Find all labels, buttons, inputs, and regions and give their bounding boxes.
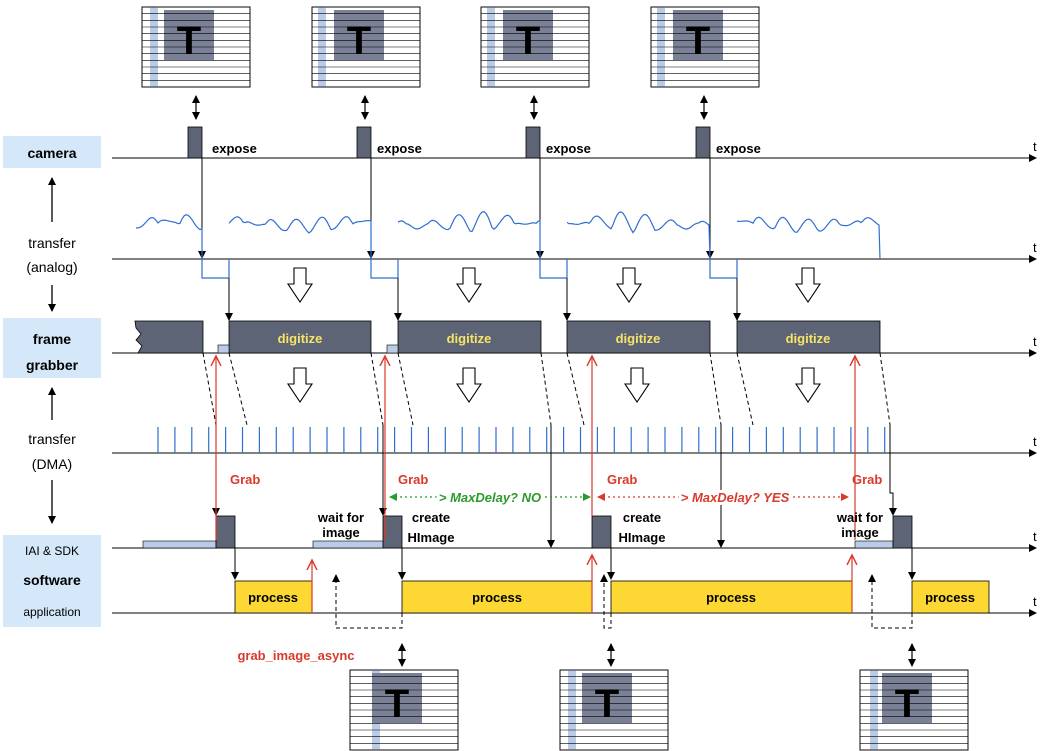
axis-t-camera: t xyxy=(1033,139,1037,154)
axis-t-dma: t xyxy=(1033,434,1037,449)
frame-image-icon-bottom-1-letter: T xyxy=(385,682,409,726)
create-label-1a: create xyxy=(412,510,450,525)
axis-t-analog: t xyxy=(1033,240,1037,255)
hollow-down-arrows xyxy=(286,267,822,403)
maxdelay-yes-label: > MaxDelay? YES xyxy=(681,490,790,505)
digitize-label-2: digitize xyxy=(447,331,492,346)
dma-transfer-ticks xyxy=(157,427,886,453)
grab-label-2: Grab xyxy=(398,472,428,487)
axis-t-grabber: t xyxy=(1033,334,1037,349)
expose-label-3: expose xyxy=(546,141,591,156)
create-label-1b: HImage xyxy=(408,530,455,545)
grab-label-3: Grab xyxy=(607,472,637,487)
grab-label-4: Grab xyxy=(852,472,882,487)
digitize-boxes xyxy=(217,320,881,354)
expose-pulses xyxy=(187,126,711,159)
sdk-wait-bars xyxy=(142,540,894,549)
process-boxes xyxy=(234,580,990,614)
grab-arrows xyxy=(216,356,855,540)
application-label: application xyxy=(23,605,80,619)
analog-signal-wave xyxy=(135,211,881,279)
wait-for-label-2a: wait for xyxy=(836,510,883,525)
camera-label: camera xyxy=(27,145,76,161)
transfer-analog-label-1: transfer xyxy=(28,235,76,251)
frame-image-icon-top-1: T xyxy=(141,6,251,88)
transfer-dma-label-2: (DMA) xyxy=(32,456,72,472)
sdk-to-app-arrows xyxy=(231,548,916,580)
analog-to-grabber-arrows xyxy=(225,278,741,321)
expose-to-analog-arrows xyxy=(198,158,714,259)
process-label-3: process xyxy=(706,590,756,605)
maxdelay-no-label: > MaxDelay? NO xyxy=(439,490,541,505)
process-label-1: process xyxy=(248,590,298,605)
grab-label-1: Grab xyxy=(230,472,260,487)
async-up-arrows xyxy=(312,555,852,613)
process-label-4: process xyxy=(925,590,975,605)
process-label-2: process xyxy=(472,590,522,605)
sdk-create-boxes xyxy=(215,515,913,549)
wait-for-label-1a: wait for xyxy=(317,510,364,525)
camera-label-bg xyxy=(3,136,101,168)
digitize-label-3: digitize xyxy=(616,331,661,346)
frame-image-icon-top-2: T xyxy=(311,6,421,88)
frame-grabber-label-bg xyxy=(3,318,101,378)
digitize-label-4: digitize xyxy=(786,331,831,346)
create-label-2b: HImage xyxy=(619,530,666,545)
digitize-box-previous xyxy=(134,320,204,354)
frame-grabber-label-2: grabber xyxy=(26,357,79,373)
grabber-to-dma-dashes xyxy=(202,352,891,426)
frame-image-icon-bottom-2-letter: T xyxy=(595,682,619,726)
frame-image-icon-bottom-3: T xyxy=(859,669,969,751)
frame-image-icon-top-2-letter: T xyxy=(347,19,371,63)
frame-image-icon-top-4-letter: T xyxy=(686,19,710,63)
create-label-2a: create xyxy=(623,510,661,525)
grab-image-async-label: grab_image_async xyxy=(237,648,354,663)
frame-image-icon-bottom-2: T xyxy=(559,669,669,751)
iai-sdk-label: IAI & SDK xyxy=(25,544,79,558)
transfer-dma-label-1: transfer xyxy=(28,431,76,447)
axis-t-sdk: t xyxy=(1033,529,1037,544)
digitize-label-1: digitize xyxy=(278,331,323,346)
wait-for-label-2b: image xyxy=(841,525,879,540)
expose-label-1: expose xyxy=(212,141,257,156)
software-label: software xyxy=(23,572,81,588)
frame-image-icon-top-3: T xyxy=(480,6,590,88)
expose-label-2: expose xyxy=(377,141,422,156)
bottom-double-arrows xyxy=(398,643,916,667)
expose-label-4: expose xyxy=(716,141,761,156)
frame-image-icon-bottom-3-letter: T xyxy=(895,682,919,726)
frame-image-icon-top-4: T xyxy=(650,6,760,88)
frame-image-icon-top-1-letter: T xyxy=(177,19,201,63)
frame-image-icon-top-3-letter: T xyxy=(516,19,540,63)
software-label-bg xyxy=(3,535,101,627)
wait-for-label-1b: image xyxy=(322,525,360,540)
frame-grabber-label-1: frame xyxy=(33,331,71,347)
axis-t-application: t xyxy=(1033,594,1037,609)
async-dashed-loops xyxy=(332,574,913,629)
dma-to-sdk-arrows xyxy=(212,425,897,548)
frame-image-icon-bottom-1: T xyxy=(349,669,459,751)
transfer-analog-label-2: (analog) xyxy=(26,259,77,275)
